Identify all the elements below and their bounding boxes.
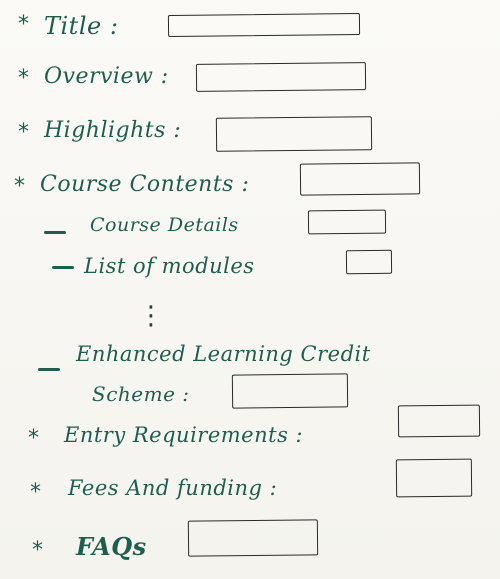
label-overview: Overview : <box>44 64 169 89</box>
label-fees-and-funding: Fees And funding : <box>68 476 278 500</box>
course-details-input-box[interactable] <box>307 209 387 235</box>
label-list-of-modules: List of modules <box>84 254 255 278</box>
course-contents-input-box[interactable] <box>299 162 421 196</box>
label-enhanced-learning-credit: Enhanced Learning Credit <box>76 342 371 366</box>
title-input-box[interactable] <box>167 12 361 38</box>
dash-list-of-modules <box>52 266 74 269</box>
dash-enhanced-learning <box>38 368 60 371</box>
scheme-input-box[interactable] <box>231 373 349 409</box>
bullet-star-overview: * <box>18 66 29 91</box>
label-course-contents: Course Contents : <box>40 172 250 197</box>
faqs-input-box[interactable] <box>187 519 319 557</box>
bullet-star-faqs: * <box>32 538 43 563</box>
bullet-star-course-contents: * <box>14 174 25 199</box>
bullet-star-fees-and-funding: * <box>30 480 41 505</box>
label-faqs: FAQs <box>76 532 147 561</box>
label-scheme: Scheme : <box>92 382 190 406</box>
label-title: Title : <box>44 12 119 40</box>
dash-course-details <box>44 231 66 234</box>
label-highlights: Highlights : <box>44 118 182 143</box>
vertical-ellipsis: ⋮ <box>138 301 164 331</box>
fees-and-funding-input-box[interactable] <box>395 458 473 498</box>
bullet-star-highlights: * <box>18 120 29 145</box>
label-course-details: Course Details <box>90 214 239 236</box>
list-of-modules-input-box[interactable] <box>345 249 393 275</box>
label-entry-requirements: Entry Requirements : <box>64 423 304 447</box>
highlights-input-box[interactable] <box>215 116 373 152</box>
overview-input-box[interactable] <box>195 62 367 92</box>
bullet-star-entry-requirements: * <box>28 426 39 451</box>
bullet-star-title: * <box>18 12 29 37</box>
entry-requirements-input-box[interactable] <box>397 404 481 438</box>
